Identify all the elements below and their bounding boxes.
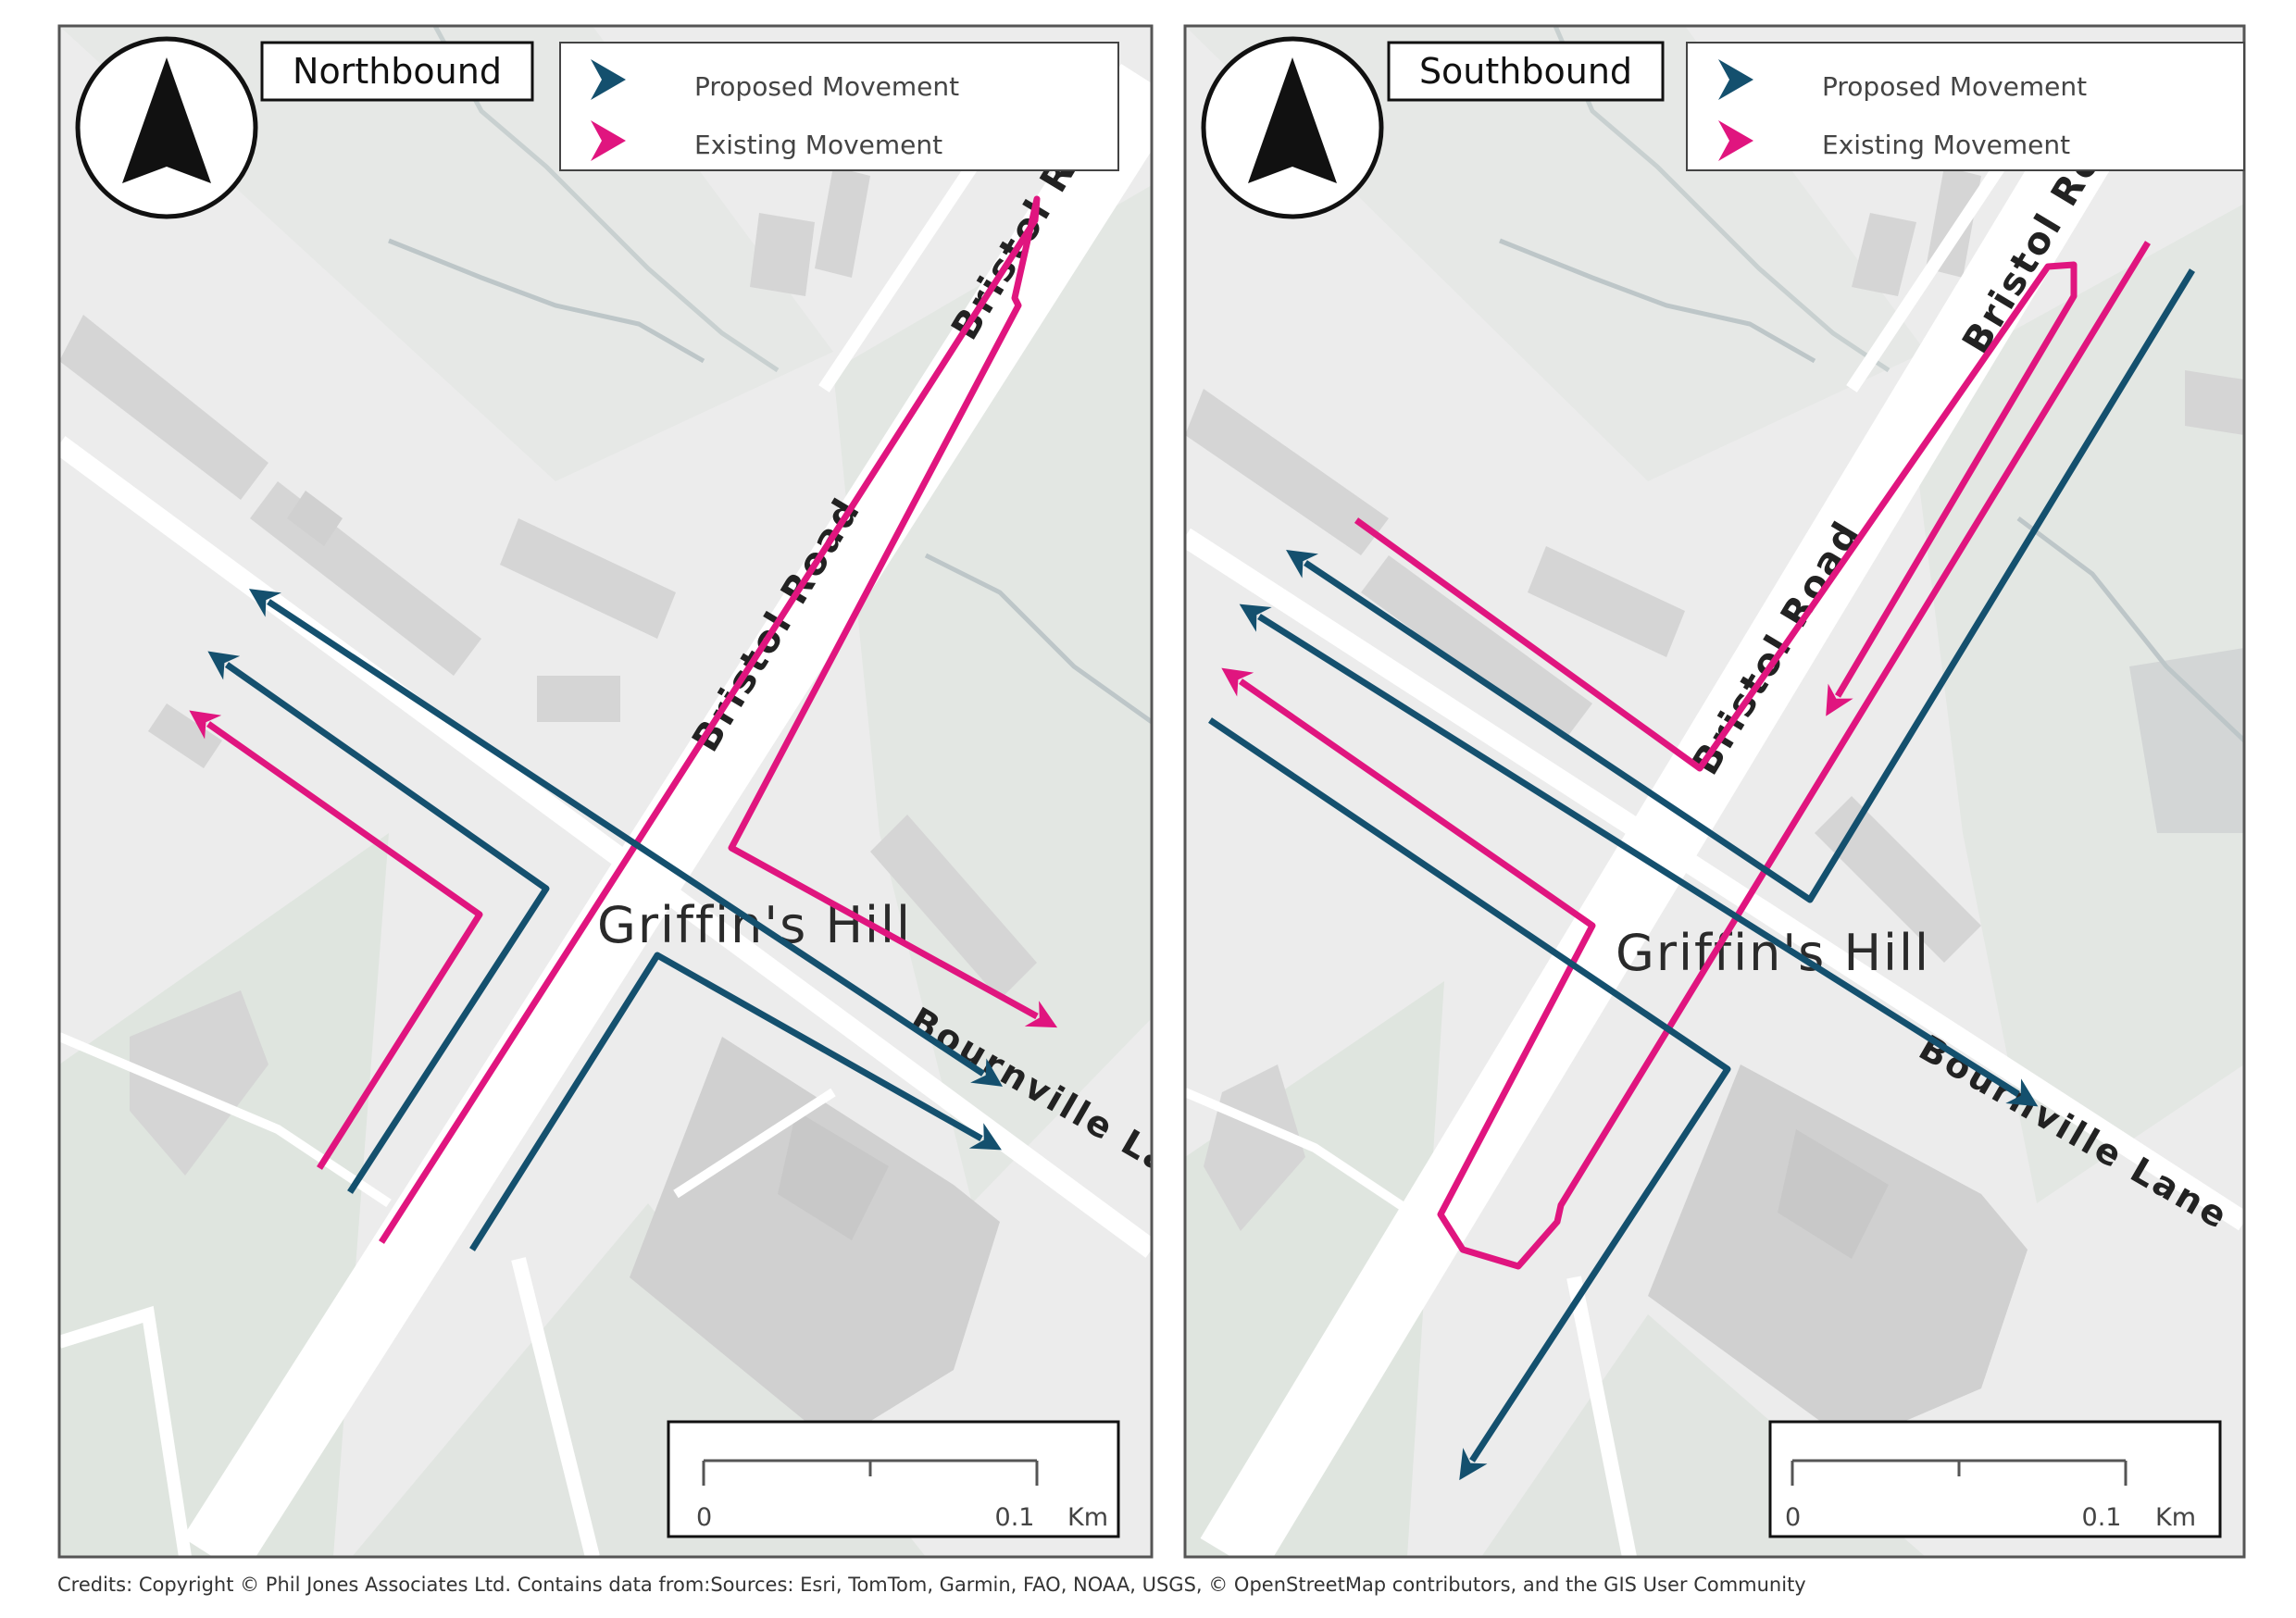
map-title: Southbound bbox=[1387, 41, 1665, 102]
scale-unit: Km bbox=[1067, 1503, 1108, 1532]
legend-label-existing: Existing Movement bbox=[1822, 130, 2070, 160]
scale-start: 0 bbox=[1785, 1503, 1801, 1532]
existing-arrow-icon bbox=[1718, 120, 1753, 161]
credits-text: Credits: Copyright © Phil Jones Associat… bbox=[57, 1574, 1806, 1596]
basemap: Bristol Road Bristol Ro Bournville Lane … bbox=[1185, 26, 2244, 1557]
southbound-map: Bristol Road Bristol Ro Bournville Lane … bbox=[1183, 24, 2246, 1559]
proposed-movement-route bbox=[1239, 604, 2039, 1107]
scale-end: 0.1 bbox=[2082, 1503, 2122, 1532]
legend: Proposed Movement Existing Movement bbox=[559, 42, 1119, 171]
basemap: Bristol Road Bristol Ro Bournville Lane … bbox=[59, 26, 1152, 1557]
northbound-map: Bristol Road Bristol Ro Bournville Lane … bbox=[57, 24, 1154, 1559]
scale-unit: Km bbox=[2155, 1503, 2196, 1532]
north-arrow-icon bbox=[75, 36, 258, 219]
map-frame bbox=[1183, 24, 2246, 1559]
legend: Proposed Movement Existing Movement bbox=[1686, 42, 2245, 171]
legend-label-proposed: Proposed Movement bbox=[694, 71, 959, 102]
map-frame bbox=[57, 24, 1154, 1559]
title-text: Southbound bbox=[1419, 51, 1632, 92]
north-arrow-icon bbox=[1201, 36, 1384, 219]
place-label: Griffin's Hill bbox=[1616, 924, 1930, 982]
scale-bar: 0 0.1 Km bbox=[667, 1420, 1120, 1538]
proposed-arrow-icon bbox=[1718, 59, 1753, 100]
legend-label-existing: Existing Movement bbox=[694, 130, 942, 160]
legend-label-proposed: Proposed Movement bbox=[1822, 71, 2087, 102]
map-title: Northbound bbox=[260, 41, 534, 102]
proposed-arrow-icon bbox=[591, 59, 626, 100]
title-text: Northbound bbox=[293, 51, 502, 92]
scale-end: 0.1 bbox=[995, 1503, 1035, 1532]
existing-arrow-icon bbox=[591, 120, 626, 161]
scale-start: 0 bbox=[696, 1503, 712, 1532]
proposed-movement-route bbox=[248, 589, 1004, 1087]
scale-bar: 0 0.1 Km bbox=[1768, 1420, 2222, 1538]
